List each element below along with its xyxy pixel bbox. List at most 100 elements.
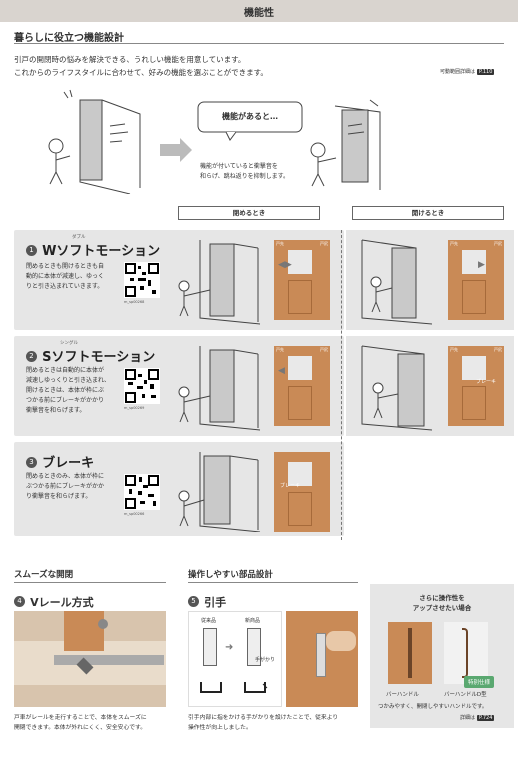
bar-handle-d-label: バーハンドルD型 [444,692,487,698]
handle-grip-label: 手がかり [255,657,276,663]
photo-label-frame: 戸先 [276,347,284,352]
handle-desc-line: 操作性が向上しました。 [188,725,252,731]
door-drawing-3-close [178,452,261,532]
rail-desc: 戸車がレールを走行することで、本体をスムーズに 開閉できます。本体が外れにくく、… [14,713,147,733]
qr-label-3: m_sp00266 [124,512,145,516]
feature-3-title: ブレーキ [42,456,95,471]
rail-desc-line: 戸車がレールを走行することで、本体をスムーズに [14,715,147,721]
section-title: 機能性 [244,8,274,19]
divider [14,582,166,583]
arrow-right-icon: ➜ [225,642,234,653]
qr-icon [125,475,159,509]
upgrade-note: つかみやすく、開閉しやすいハンドルです。 [378,704,488,710]
upgrade-title-2: アップさせたい場合 [412,604,472,612]
feature-2-desc-line: 開けるときは、本体が枠にぶ [26,387,105,394]
photo-label-jamb: 戸尻 [494,241,502,246]
photo-label-jamb: 戸尻 [494,347,502,352]
arrow-left-icon: ◀ [278,366,285,376]
range-ref-page: P.110 [477,69,495,75]
special-spec-badge: 特別仕様 [464,676,495,688]
qr-code-3[interactable] [124,474,160,510]
feature-3-number: 3 [26,457,37,468]
door-photo-2-close: 戸先 戸尻 ◀ [274,346,330,426]
photo-label-jamb: 戸尻 [320,347,328,352]
feature-2-desc-line: 衝撃音を和らげます。 [26,407,86,414]
rail-heading: スムーズな開閉 [14,570,74,580]
door-drawing-1-close [178,240,261,325]
rail-number: 4 [14,596,25,607]
door-photo-3-close: ブレーキ [274,452,330,532]
feature-1-desc-line: 動的に本体が減速し、ゆっく [26,273,105,280]
qr-code-2[interactable] [124,368,160,404]
photo-label-jamb: 戸尻 [320,241,328,246]
hand-icon [326,631,356,651]
section-header: 機能性 [0,0,518,22]
door-photo-1-open: 戸先 戸尻 ▶ [448,240,504,320]
feature-2-desc: 閉めるときは自動的に本体が 減速しゆっくりと引き込まれ、 開けるときは、本体が枠… [26,366,122,416]
photo-label-brake: ブレーキ [280,483,301,489]
feature-3-desc-line: 閉めるときのみ、本体が枠に [26,473,105,480]
feature-1-desc: 閉めるときも開けるときも自 動的に本体が減速し、ゆっく りと引き込まれていきます… [26,262,120,292]
handle-desc-line: 引手内部に指をかける手がかりを設けたことで、従来より [188,715,339,721]
photo-label-brake: ブレーキ [476,379,497,385]
feature-2-desc-line: つかる前にブレーキがかかり [26,397,105,404]
handle-number: 5 [188,596,199,607]
feature-1-ruby: ダブル [72,235,86,240]
bar-handle-label: バーハンドル [386,692,419,698]
illustration-caption-1: 機能が付いていると衝撃音を [200,163,278,170]
photo-label-frame: 戸先 [450,347,458,352]
qr-code-1[interactable] [124,262,160,298]
handle-title-row: 5 引手 [188,591,226,610]
divider [188,582,358,583]
feature-1-title: Wソフトモーション [42,244,161,259]
qr-icon [125,369,159,403]
feature-2-number: 2 [26,351,37,362]
page-subtitle: 暮らしに役立つ機能設計 [14,33,124,44]
bubble-text: 機能があると… [222,112,278,121]
speech-bubble [197,101,303,133]
rail-title-row: 4 Vレール方式 [14,591,94,610]
arrow-icon [160,138,192,162]
feature-3-desc-line: ぶつかる前にブレーキがかか [26,483,105,490]
feature-2-title: Sソフトモーション [42,350,156,365]
upgrade-ref-label: 詳細は [460,715,476,721]
qr-icon [125,263,159,297]
handle-diagram: 従来品 新商品 ➜ 手がかり [188,611,282,707]
door-drawing-1-open [361,239,433,325]
handle-photo [286,611,358,707]
feature-2-desc-line: 減速しゆっくりと引き込まれ、 [26,377,111,384]
door-photo-1-close: 戸先 戸尻 ◀▶ [274,240,330,320]
upgrade-ref-page: P.724 [477,715,495,721]
range-ref-label: 可動範囲詳細は [440,69,476,75]
handle-desc: 引手内部に指をかける手がかりを設けたことで、従来より 操作性が向上しました。 [188,713,338,733]
feature-1-desc-line: りと引き込まれていきます。 [26,283,104,290]
qr-label-2: m_sp00269 [124,406,145,410]
arrow-right-icon: ▶ [478,260,485,270]
feature-1-heading: ダブル 1 Wソフトモーション [26,234,160,259]
feature-3-desc-line: り衝撃音を和らげます。 [26,493,92,500]
feature-1-desc-line: 閉めるときも開けるときも自 [26,263,105,270]
bar-handle-d-photo [444,622,488,684]
rail-desc-line: 開閉できます。本体が外れにくく、安全安心です。 [14,725,147,731]
door-photo-2-open: 戸先 戸尻 ブレーキ [448,346,504,426]
handle-section-diagram [200,682,268,693]
upgrade-title-1: さらに操作性を [419,594,465,602]
door-drawing-2-close [178,346,261,431]
qr-label-1: m_sp00268 [124,300,145,304]
feature-2-desc-line: 閉めるときは自動的に本体が [26,367,105,374]
rail-photo [14,611,166,707]
handle-heading: 操作しやすい部品設計 [188,570,273,580]
soft-close-illustration [310,99,381,190]
feature-3-desc: 閉めるときのみ、本体が枠に ぶつかる前にブレーキがかか り衝撃音を和らげます。 [26,472,122,502]
column-header-close: 閉めるとき [178,206,320,220]
door-drawing-2-open [361,345,433,431]
illustration-caption-2: 和らげ、跳ね返りを抑制します。 [200,173,289,180]
door-slam-illustration [48,89,141,194]
handle-old-label: 従来品 [201,618,217,624]
divider [14,43,504,44]
column-header-open: 開けるとき [352,206,504,220]
intro-line-2: これからのライフスタイルに合わせて、好みの機能を選ぶことができます。 [14,68,268,77]
bar-handle-photo [388,622,432,684]
